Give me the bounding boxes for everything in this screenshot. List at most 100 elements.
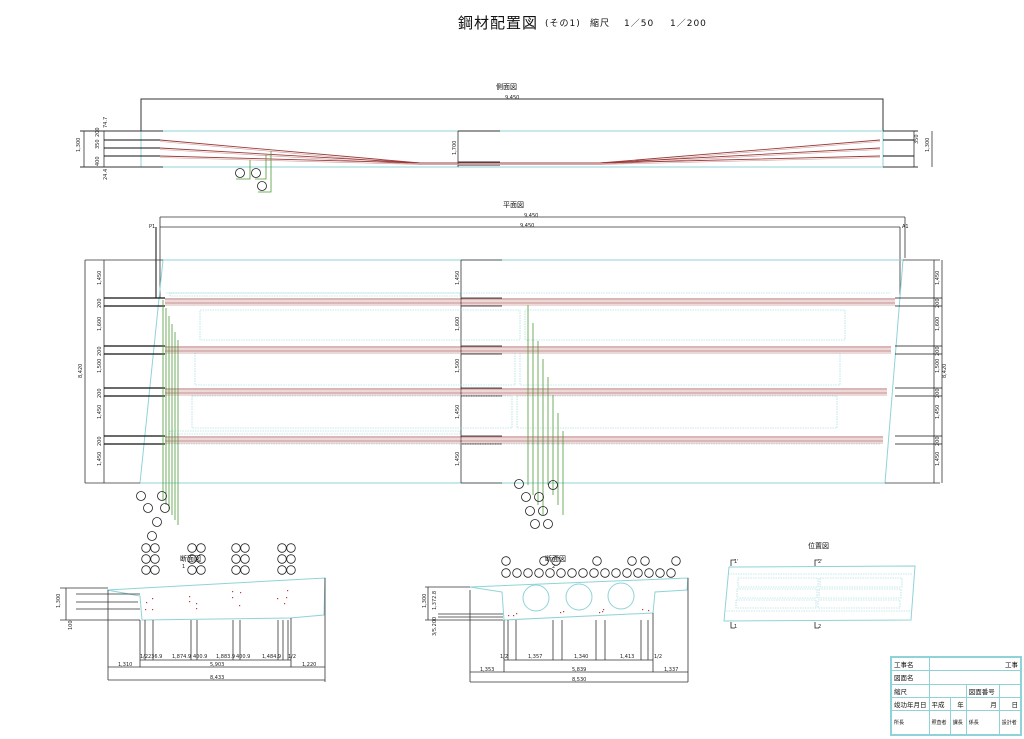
side-view-girder-outline: [140, 130, 884, 168]
section-1-strand-circle: [150, 543, 160, 553]
plan-left-dim: 1,600: [97, 317, 103, 331]
scale-label: 縮尺: [590, 19, 611, 29]
section-1-inner-dim: 1,484.9: [262, 654, 281, 660]
plan-rebar-circle: [548, 480, 558, 490]
plan-mid-dim: 1,450: [455, 405, 461, 419]
section-1-base-dim: 100: [68, 620, 74, 630]
section-2-inner-dim: 1/2: [500, 654, 508, 660]
section-2-strand-circle: [551, 556, 561, 566]
section-1-strand-circle: [196, 554, 206, 564]
section-2-strand-circle: [567, 568, 577, 578]
section-2-sub-dim-0: 1,372.8: [432, 591, 438, 610]
scale-value-1: 1／50: [624, 19, 655, 29]
section-1-strand-circle: [240, 543, 250, 553]
plan-rebar-circle: [152, 517, 162, 527]
section-1-strand-circle: [196, 543, 206, 553]
plan-left-dim: 200: [97, 388, 103, 398]
location-marker-2p: 2': [818, 559, 823, 565]
section-2-label: 断面図: [545, 554, 566, 563]
plan-rebar-circle: [534, 492, 544, 502]
plan-rebar-circle: [543, 519, 553, 529]
section-2-strand-groups: [501, 556, 681, 578]
section-2-strand-circle: [501, 568, 511, 578]
plan-left-dim: 200: [97, 298, 103, 308]
plan-right-dim: 200: [935, 436, 941, 446]
tb-sig-2: 課長: [949, 710, 967, 735]
section-1-strand-circle: [286, 554, 296, 564]
section-2-inner-dim: 1,357: [528, 654, 542, 660]
plan-right-dim: 1,500: [935, 359, 941, 373]
section-1-inner-dim: 1,883.9: [216, 654, 235, 660]
tb-scale-value: [928, 683, 967, 698]
section-1-bottom-dim-0: 1,310: [118, 662, 132, 668]
tb-era: 平成: [928, 696, 951, 712]
plan-left-dim: 200: [97, 346, 103, 356]
section-view-2: 断面図 2 1,300 1,372.8 3/5.200: [422, 554, 689, 683]
plan-left-dim: 1,500: [97, 359, 103, 373]
section-1-height-dim: 1,300: [56, 594, 62, 608]
section-1-inner-dim: 1/2: [140, 654, 148, 660]
plan-right-dim: 1,450: [935, 452, 941, 466]
tb-sig-4: 設計者: [998, 710, 1022, 735]
side-left-dim-4: 400: [95, 156, 101, 166]
section-2-strand-circle: [627, 556, 637, 566]
plan-void-box: [191, 395, 513, 429]
section-1-strand-circle: [277, 543, 287, 553]
plan-rebar-circle: [521, 492, 531, 502]
section-1-overall: 8,433: [210, 675, 224, 681]
plan-rebar-circle: [530, 519, 540, 529]
section-1-dimension-lines: [60, 578, 326, 682]
tb-drawing-no-label: 図面番号: [965, 683, 1000, 698]
location-view-label: 位置図: [808, 541, 829, 550]
side-left-mark-0: 74.7: [103, 117, 109, 128]
section-1-strand-circle: [277, 554, 287, 564]
tb-drawing-label: 図面名: [891, 670, 930, 685]
section-2-inner-dim: 1/2: [654, 654, 662, 660]
plan-left-marker: P1: [149, 224, 155, 230]
location-view: 位置図 1' 2' 1 2: [723, 541, 916, 630]
section-2-strand-circle: [640, 556, 650, 566]
section-2-strand-circle: [501, 556, 511, 566]
plan-rebar-circle: [157, 491, 167, 501]
side-left-mark-1: 24.4: [103, 169, 109, 180]
plan-tendons: [165, 298, 895, 444]
section-1-strand-circle: [231, 565, 241, 575]
plan-rebar-circle: [525, 506, 535, 516]
plan-right-dim: 200: [935, 388, 941, 398]
section-1-tendon-dots: [145, 590, 289, 611]
section-2-strand-circle: [578, 568, 588, 578]
section-1-strand-circle: [141, 554, 151, 564]
side-left-dim-2: 350: [95, 139, 101, 149]
section-2-strand-circle: [633, 568, 643, 578]
plan-void-box: [519, 352, 841, 386]
section-1-label: 断面図: [180, 554, 201, 563]
section-1-strand-circle: [187, 565, 197, 575]
section-2-strand-circle: [545, 568, 555, 578]
section-2-void-2: [565, 583, 593, 611]
plan-void-box: [516, 395, 838, 429]
section-2-bottom-dim-1: 5,839: [572, 667, 586, 673]
plan-void-box: [169, 292, 461, 297]
plan-void-box: [524, 309, 846, 341]
side-view-tendons: [159, 139, 881, 165]
section-2-void-1: [522, 584, 550, 612]
plan-rebar-leaders: [136, 300, 564, 541]
plan-rebar-circle: [538, 506, 548, 516]
section-1-inner-dim: 1,874.9: [172, 654, 191, 660]
section-2-strand-circle: [523, 568, 533, 578]
side-view-overall-dim: 9,450: [505, 95, 519, 101]
side-view-label: 側面図: [496, 82, 517, 91]
tb-project-label: 工事名: [891, 656, 930, 672]
section-1-strand-circle: [240, 565, 250, 575]
section-2-strand-circle: [512, 568, 522, 578]
plan-mid-dim: 1,500: [455, 359, 461, 373]
plan-rebar-circle: [136, 491, 146, 501]
section-1-strand-circle: [150, 565, 160, 575]
section-1-strand-circle: [150, 554, 160, 564]
plan-view-label: 平面図: [503, 201, 524, 209]
section-1-strand-circle: [141, 543, 151, 553]
